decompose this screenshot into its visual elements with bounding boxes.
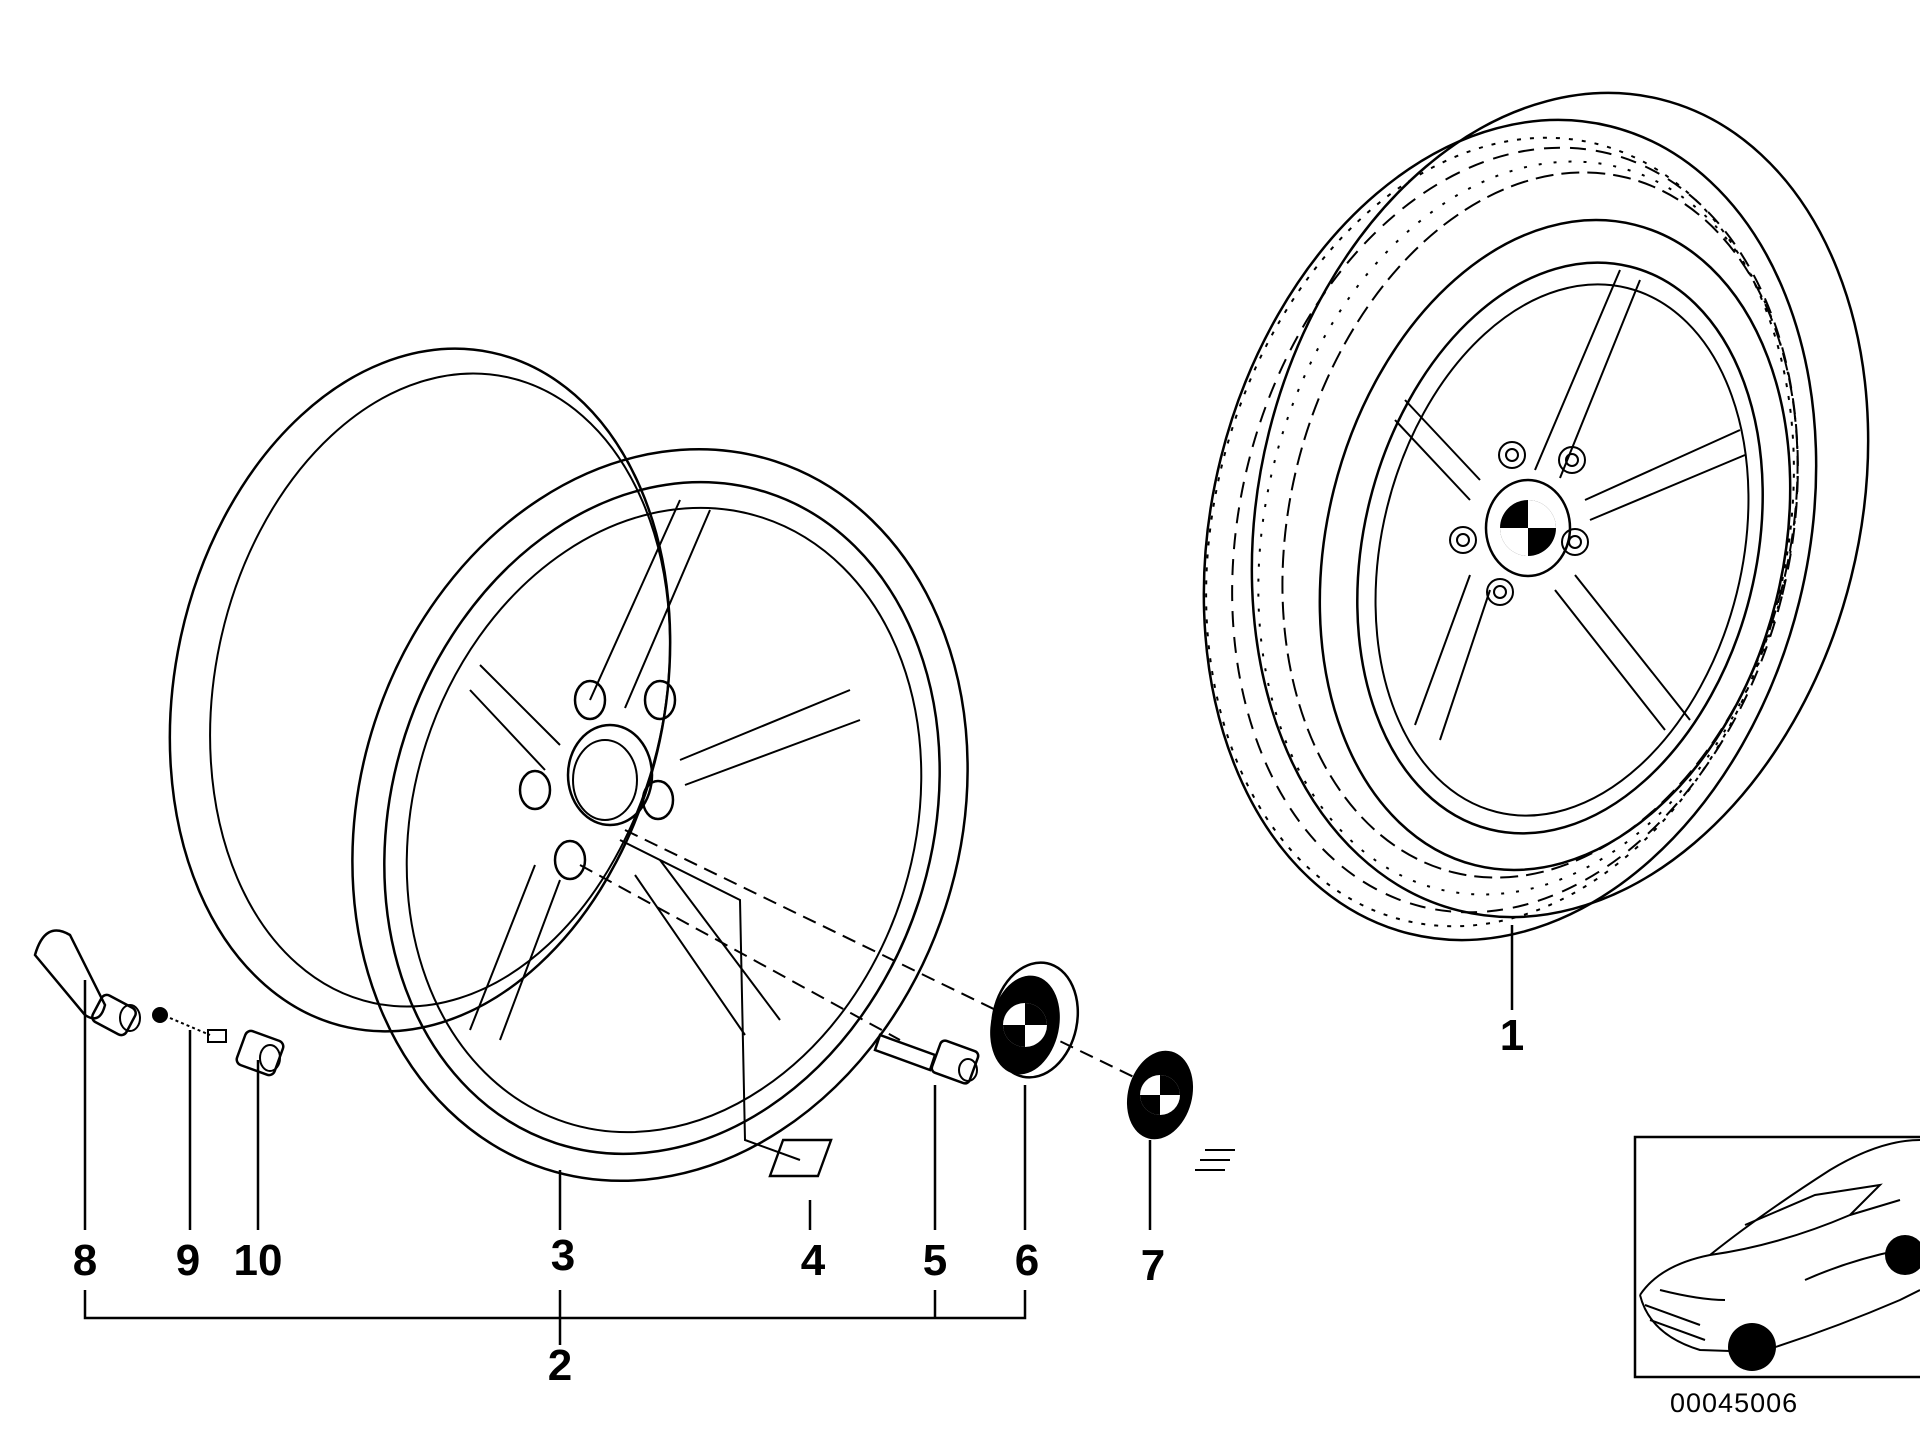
callout-2: 2: [548, 1341, 572, 1390]
callout-7: 7: [1141, 1241, 1165, 1290]
callout-1: 1: [1500, 1011, 1524, 1060]
callout-10: 10: [234, 1236, 283, 1285]
document-number: 00045006: [1670, 1388, 1798, 1418]
complete-wheel-icon: [1202, 91, 1870, 942]
callout-4: 4: [801, 1236, 826, 1285]
m-badge-icon: [768, 1138, 1235, 1178]
valve-icon: [33, 929, 141, 1037]
valve-cap-icon: [235, 1029, 285, 1077]
rim-icon: [168, 347, 969, 1182]
wheel-bolt-icon: [873, 1033, 980, 1085]
callout-6: 6: [1015, 1236, 1039, 1285]
valve-core-icon: [152, 1007, 227, 1043]
callout-3: 3: [551, 1231, 575, 1280]
hub-cap-icon: [990, 961, 1080, 1079]
leader-lines: [83, 925, 1514, 1345]
assembly-lines: [579, 829, 1141, 1081]
emblem-icon: [1126, 1050, 1194, 1140]
car-locator-icon: [1633, 1135, 1920, 1379]
callout-8: 8: [73, 1236, 97, 1285]
callout-5: 5: [923, 1236, 947, 1285]
callout-9: 9: [176, 1236, 200, 1285]
